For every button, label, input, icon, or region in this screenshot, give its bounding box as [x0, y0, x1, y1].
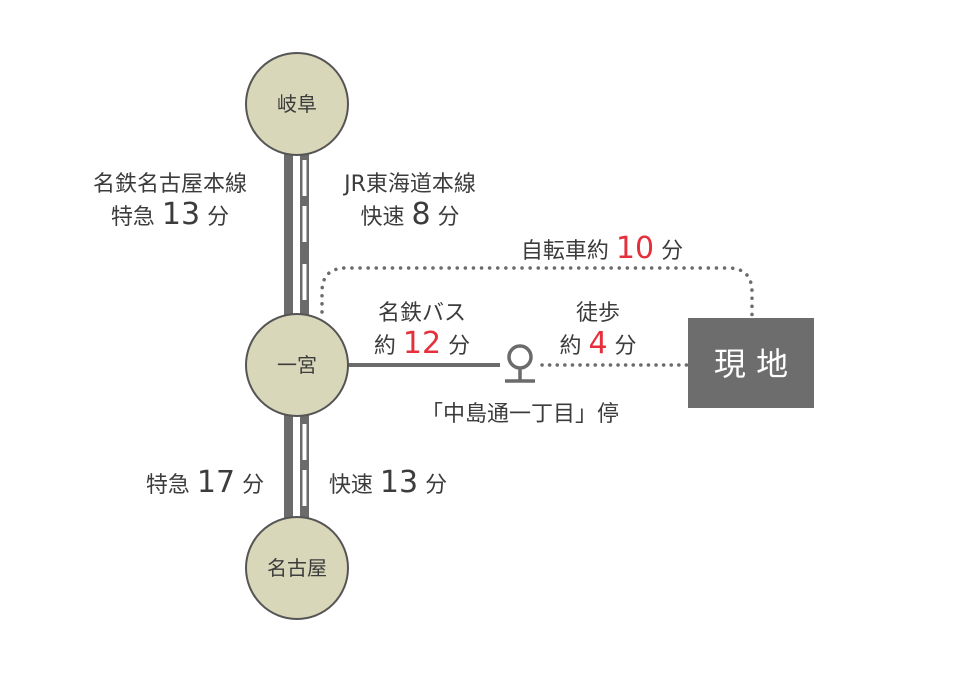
jr-upper-time: 快速 8 分 — [360, 197, 459, 232]
station-nagoya[interactable]: 名古屋 — [245, 516, 349, 620]
meitetsu-line-label: 名鉄名古屋本線 — [93, 172, 247, 197]
meitetsu-upper-time: 特急 13 分 — [111, 197, 229, 232]
bicycle-time: 自転車約 10 分 — [521, 231, 683, 266]
bus-time: 約 12 分 — [374, 326, 470, 361]
walk-label: 徒歩 — [576, 301, 620, 326]
station-gifu-label: 岐阜 — [277, 92, 317, 116]
station-ichinomiya-label: 一宮 — [277, 353, 317, 377]
station-nagoya-label: 名古屋 — [267, 556, 327, 580]
jr-line-label: JR東海道本線 — [342, 172, 476, 197]
destination-box[interactable]: 現 地 — [688, 318, 814, 408]
jr-lower-time: 快速 13 分 — [329, 465, 447, 500]
bus-label: 名鉄バス — [378, 301, 466, 326]
walk-time: 約 4 分 — [559, 326, 636, 361]
station-gifu[interactable]: 岐阜 — [245, 52, 349, 156]
bus-stop-icon — [505, 344, 535, 383]
bicycle-route — [320, 266, 754, 318]
meitetsu-lower-time: 特急 17 分 — [146, 465, 264, 500]
destination-label: 現 地 — [714, 345, 788, 383]
station-ichinomiya[interactable]: 一宮 — [245, 313, 349, 417]
bus-stop-label: 「中島通一丁目」停 — [421, 402, 619, 427]
